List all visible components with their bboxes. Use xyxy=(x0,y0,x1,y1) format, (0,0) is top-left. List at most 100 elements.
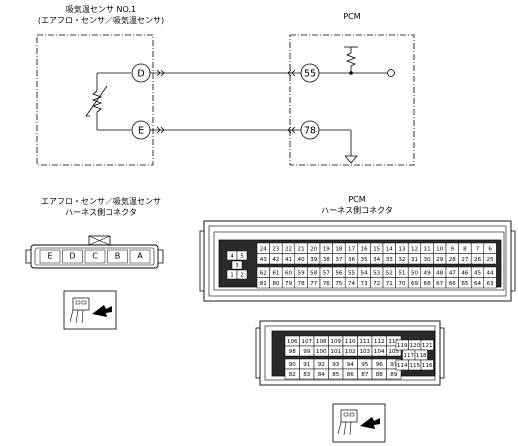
pcm-output-node xyxy=(387,69,395,77)
pcm-pin-7: 7 xyxy=(476,246,480,252)
sensor-title: 吸気温センサ NO.1 xyxy=(66,4,136,14)
pcm-connector-title-1: PCM xyxy=(348,195,365,204)
pcm-pin-74: 74 xyxy=(348,281,356,287)
pcm-pin-46: 46 xyxy=(461,270,469,276)
sensor-connector-title-2: ハーネス側コネクタ xyxy=(65,207,137,217)
pcm-pin-121: 121 xyxy=(422,343,433,349)
pcm-pin-91: 91 xyxy=(303,362,311,368)
pcm-pin-5: 5 xyxy=(240,254,244,260)
pcm-pin-6: 6 xyxy=(488,246,492,252)
pcm-pin-88: 88 xyxy=(376,372,384,378)
pcm-pin-29: 29 xyxy=(436,257,444,263)
pcm-pin-80: 80 xyxy=(272,281,280,287)
pcm-pin-44: 44 xyxy=(487,270,495,276)
pcm-pin-107: 107 xyxy=(301,339,312,345)
terminal-d-label: D xyxy=(137,69,144,80)
pcm-pin-51: 51 xyxy=(398,270,406,276)
pcm-pin-73: 73 xyxy=(361,281,369,287)
pcm-pin-32: 32 xyxy=(398,257,405,263)
pcm-pin-116-cell xyxy=(420,359,434,371)
pcm-pin-49: 49 xyxy=(424,270,432,276)
pcm-pin-13: 13 xyxy=(398,246,406,252)
pcm-pin-85: 85 xyxy=(332,372,340,378)
pcm-pin-54: 54 xyxy=(361,270,369,276)
pcm-pin-43: 43 xyxy=(260,257,268,263)
pcm-pin-23: 23 xyxy=(272,246,280,252)
sensor-pin-B: B xyxy=(115,252,121,261)
pcm-pin-31: 31 xyxy=(411,257,419,263)
pcm-pin-28: 28 xyxy=(449,257,457,263)
pcm-pin-52: 52 xyxy=(386,270,393,276)
sensor-pin-E-cell xyxy=(39,249,61,264)
pcm-pin-120: 120 xyxy=(409,343,420,349)
pcm-pin-76: 76 xyxy=(323,281,331,287)
pcm-pin-83: 83 xyxy=(303,372,311,378)
pcm-pin-101: 101 xyxy=(330,349,341,355)
pcm-pin-30: 30 xyxy=(424,257,432,263)
pcm-pin-109: 109 xyxy=(330,339,341,345)
pcm-pin-113: 113 xyxy=(388,339,399,345)
pcm-pin-14: 14 xyxy=(386,246,394,252)
pcm-pin-110: 110 xyxy=(345,339,356,345)
pcm-pin-93: 93 xyxy=(332,362,340,368)
pcm-pin-24: 24 xyxy=(260,246,268,252)
pcm-pin-48: 48 xyxy=(436,270,444,276)
pcm-pin-95: 95 xyxy=(361,362,369,368)
pcm-pin-84: 84 xyxy=(318,372,326,378)
pcm-pin-112: 112 xyxy=(374,339,385,345)
pcm-pin-37: 37 xyxy=(335,257,343,263)
pcm-pin-68: 68 xyxy=(424,281,432,287)
pcm-pin-94: 94 xyxy=(347,362,355,368)
pcm-pin-116: 116 xyxy=(422,363,433,369)
pcm-pin-50: 50 xyxy=(411,270,419,276)
pcm-pin-34: 34 xyxy=(373,257,381,263)
pcm-pin-39: 39 xyxy=(310,257,318,263)
pcm-pin-36: 36 xyxy=(348,257,356,263)
pcm-pin-62: 62 xyxy=(260,270,267,276)
pcm-pin-92: 92 xyxy=(318,362,325,368)
pcm-pin-3: 3 xyxy=(235,263,239,269)
pcm-pin-35: 35 xyxy=(361,257,369,263)
pcm-pin-119: 119 xyxy=(397,343,408,349)
pcm-pin-64: 64 xyxy=(474,281,482,287)
pcm-pin-17: 17 xyxy=(348,246,356,252)
pcm-pin-115: 115 xyxy=(409,363,420,369)
sensor-pin-D-cell xyxy=(62,249,83,264)
pcm-pin-97: 97 xyxy=(390,362,398,368)
pcm-pin-82: 82 xyxy=(289,372,296,378)
connector-view-icon xyxy=(63,290,117,330)
pcm-pin-25: 25 xyxy=(487,257,495,263)
pcm-pin-79: 79 xyxy=(285,281,293,287)
pcm-pin-61: 61 xyxy=(272,270,280,276)
pcm-pin-100: 100 xyxy=(316,349,327,355)
pcm-pin-45: 45 xyxy=(474,270,482,276)
pcm-pin-41: 41 xyxy=(285,257,293,263)
terminal-78-label: 78 xyxy=(304,126,316,137)
pcm-title: PCM xyxy=(343,12,360,21)
pcm-pin-75: 75 xyxy=(335,281,343,287)
pcm-pin-57: 57 xyxy=(323,270,331,276)
pcm-pin-87: 87 xyxy=(361,372,369,378)
pcm-pin-9: 9 xyxy=(451,246,455,252)
pcm-pin-63-cell xyxy=(483,277,497,289)
pcm-pin-106: 106 xyxy=(287,339,298,345)
pcm-pin-21: 21 xyxy=(298,246,306,252)
pcm-pin-3-cell xyxy=(231,260,243,270)
pcm-pin-1: 1 xyxy=(230,273,234,279)
pcm-pin-86: 86 xyxy=(347,372,355,378)
pcm-pin-11: 11 xyxy=(424,246,432,252)
pcm-connector-view-icon xyxy=(332,403,386,443)
sensor-pin-C: C xyxy=(92,252,98,261)
pcm-pin-15: 15 xyxy=(373,246,381,252)
pcm-pin-104: 104 xyxy=(374,349,385,355)
pcm-internal-circuit xyxy=(319,46,395,164)
pcm-pin-10: 10 xyxy=(436,246,444,252)
pcm-connector-title-2: ハーネス側コネクタ xyxy=(321,205,393,215)
pcm-pin-72: 72 xyxy=(373,281,380,287)
pcm-pin-40: 40 xyxy=(298,257,306,263)
pcm-pin-69: 69 xyxy=(411,281,419,287)
pcm-pin-114: 114 xyxy=(397,363,408,369)
